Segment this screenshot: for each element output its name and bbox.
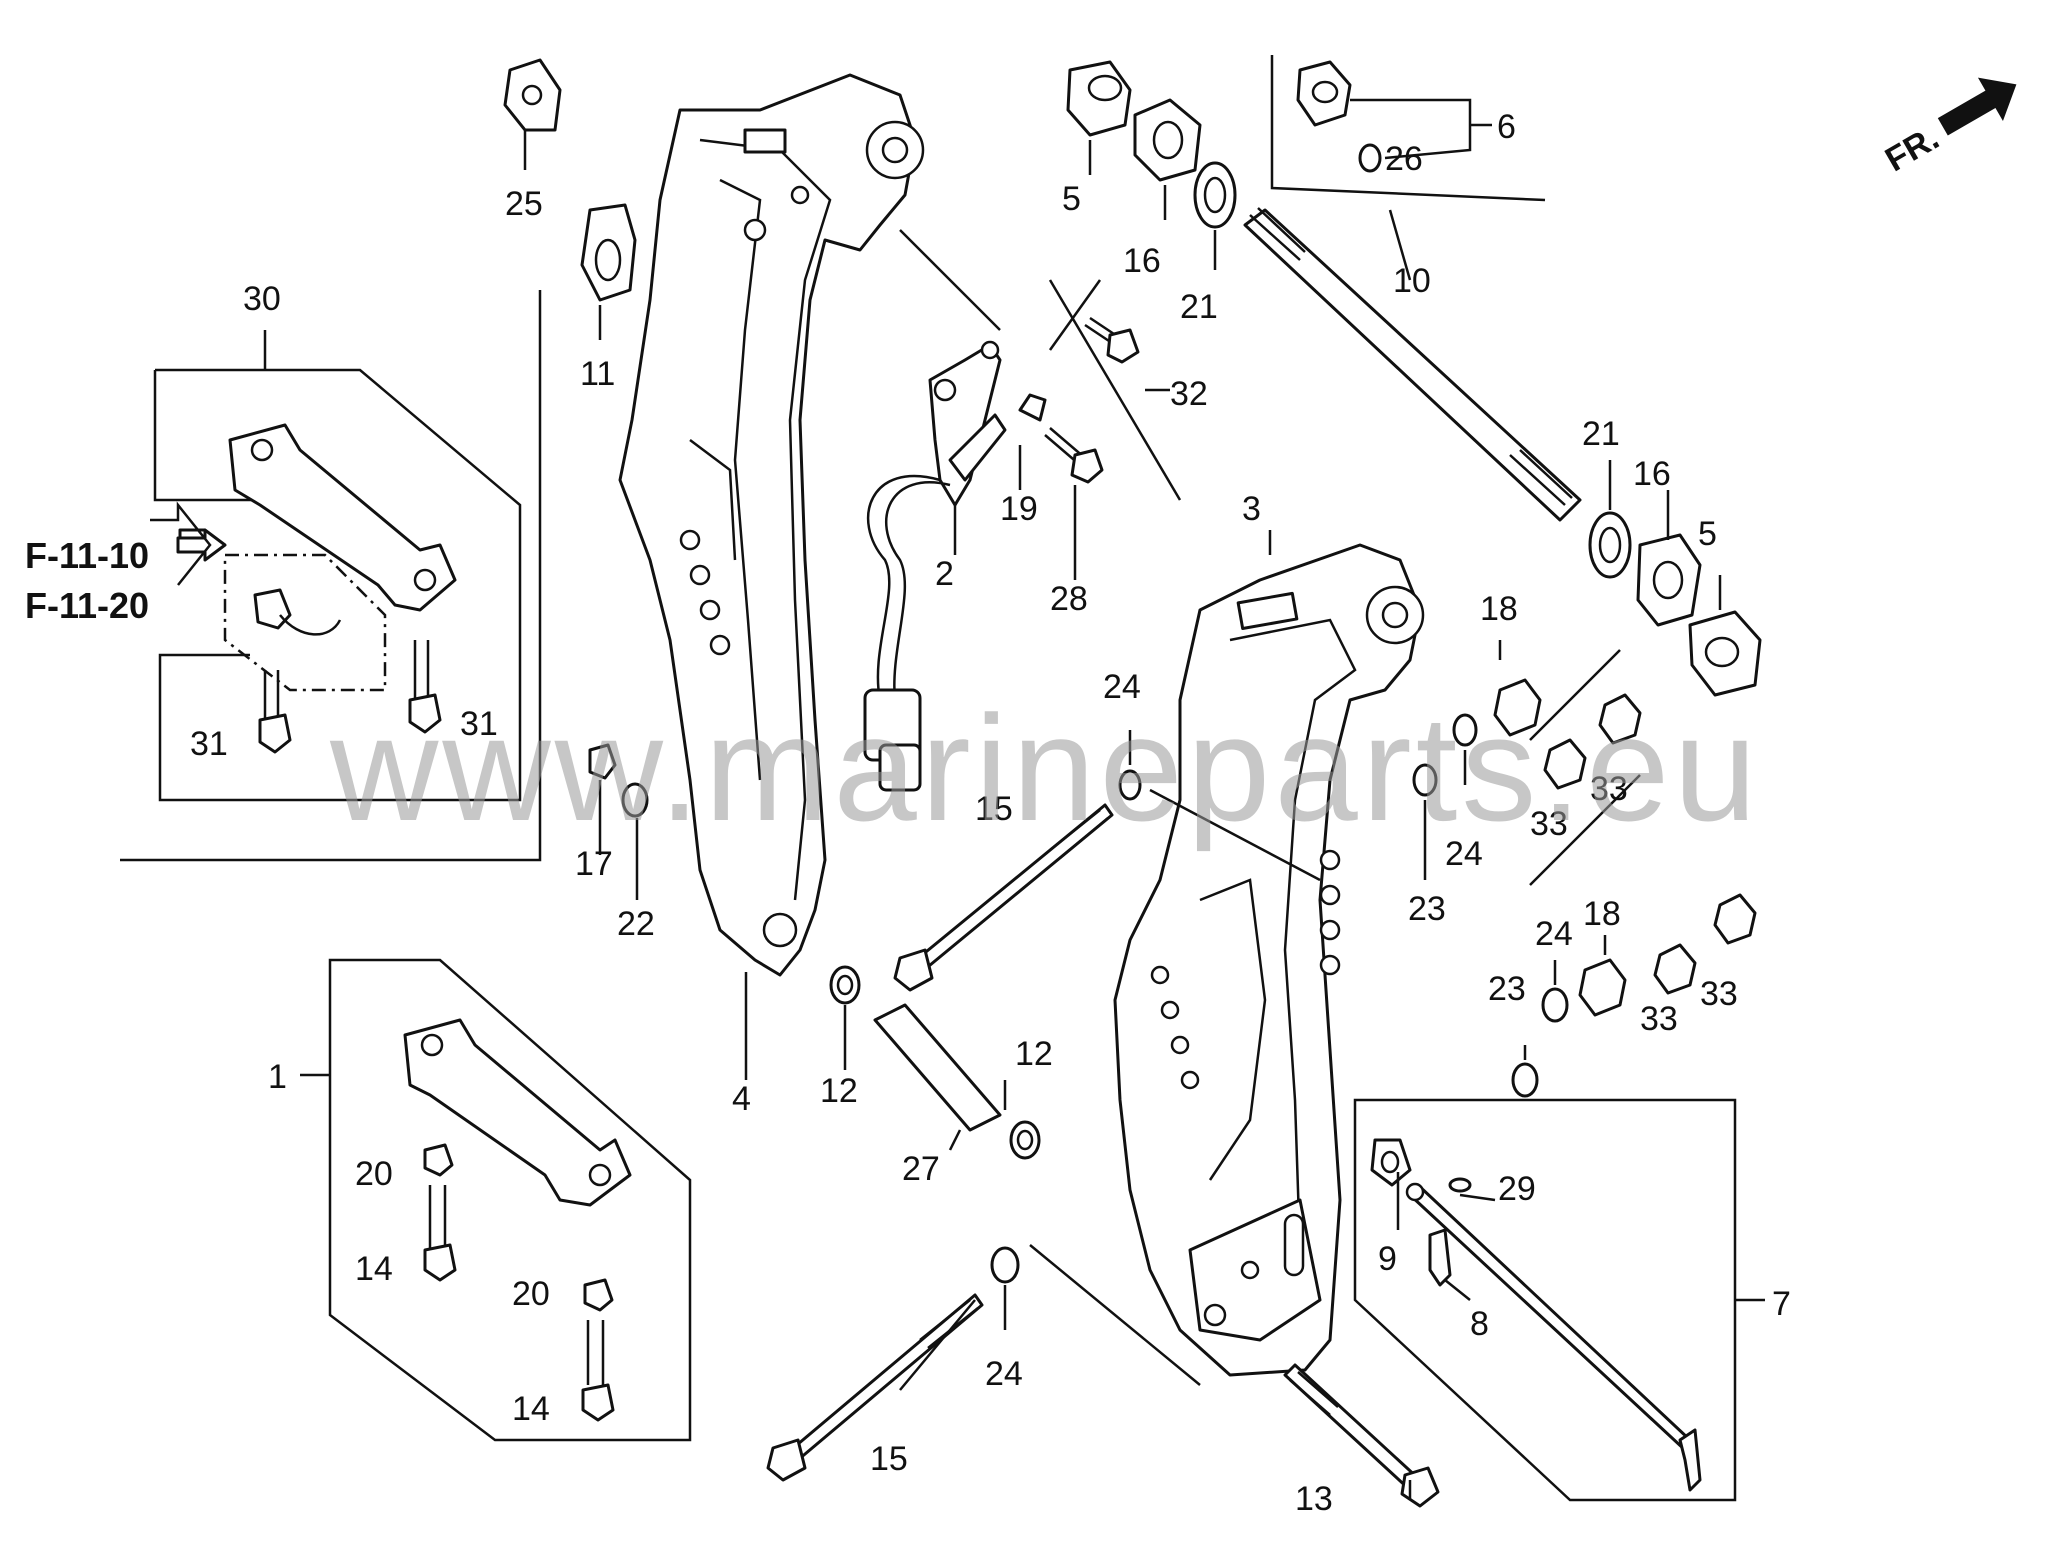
callout-5b: 5	[1698, 515, 1717, 553]
callout-29: 29	[1498, 1170, 1536, 1208]
callout-28: 28	[1050, 580, 1088, 618]
callout-33b: 33	[1590, 770, 1628, 808]
callout-16b: 16	[1633, 455, 1671, 493]
leader-lines	[523, 130, 1722, 1500]
group-1	[300, 958, 692, 1442]
bushing-and-clip	[503, 58, 637, 302]
callout-6: 6	[1497, 108, 1516, 146]
callout-30: 30	[243, 280, 281, 318]
callout-9: 9	[1378, 1240, 1397, 1278]
front-arrow-icon	[1937, 77, 2017, 136]
callout-24a: 24	[1103, 668, 1141, 706]
callout-3: 3	[1242, 490, 1261, 528]
reference-f-11-10: F-11-10	[25, 535, 149, 576]
washers-nuts	[588, 649, 1757, 1284]
callout-2: 2	[935, 555, 954, 593]
front-direction-indicator: FR.	[1879, 77, 2017, 179]
callout-labels: 1 2 3 4 5 5 6 7 8 9 10 11 12 12 13 14 14…	[190, 108, 1791, 1518]
callout-15b: 15	[870, 1440, 908, 1478]
callout-24d: 24	[985, 1355, 1023, 1393]
callout-14b: 14	[512, 1390, 550, 1428]
callout-1: 1	[268, 1058, 287, 1096]
callout-17: 17	[575, 845, 613, 883]
callout-21a: 21	[1180, 288, 1218, 326]
watermark: www.marineparts.eu	[329, 684, 1761, 852]
callout-31b: 31	[460, 705, 498, 743]
left-stern-bracket	[618, 73, 925, 977]
reference-arrow	[150, 501, 227, 586]
callout-33a: 33	[1530, 805, 1568, 843]
callout-26: 26	[1385, 140, 1423, 178]
callout-11: 11	[580, 355, 615, 393]
callout-12b: 12	[1015, 1035, 1053, 1073]
callout-10: 10	[1393, 262, 1431, 300]
callout-20a: 20	[355, 1155, 393, 1193]
callout-20b: 20	[512, 1275, 550, 1313]
callout-27: 27	[902, 1150, 940, 1188]
tilt-switch	[863, 340, 1047, 792]
callout-19: 19	[1000, 490, 1038, 528]
callout-15a: 15	[975, 790, 1013, 828]
callout-32: 32	[1170, 375, 1208, 413]
callout-8: 8	[1470, 1305, 1489, 1343]
reference-f-11-20: F-11-20	[25, 585, 149, 626]
callout-22: 22	[617, 905, 655, 943]
callout-14a: 14	[355, 1250, 393, 1288]
callout-25: 25	[505, 185, 543, 223]
callout-33c: 33	[1640, 1000, 1678, 1038]
callout-5a: 5	[1062, 180, 1081, 218]
callout-31a: 31	[190, 725, 228, 763]
callout-13: 13	[1295, 1480, 1333, 1518]
group-30	[120, 290, 542, 862]
small-bolts	[1044, 316, 1140, 484]
right-stern-bracket	[1113, 543, 1425, 1377]
callout-33d: 33	[1700, 975, 1738, 1013]
front-label: FR.	[1879, 119, 1945, 179]
long-bolts	[766, 803, 1114, 1482]
callout-23b: 23	[1488, 970, 1526, 1008]
callout-18b: 18	[1583, 895, 1621, 933]
callout-21b: 21	[1582, 415, 1620, 453]
callout-12a: 12	[820, 1072, 858, 1110]
tilt-shaft-hardware	[1066, 60, 1762, 697]
part-6-group	[1270, 55, 1546, 202]
callout-16a: 16	[1123, 242, 1161, 280]
callout-18a: 18	[1480, 590, 1518, 628]
group-7	[1353, 1098, 1765, 1502]
callout-23a: 23	[1408, 890, 1446, 928]
callout-4: 4	[732, 1080, 751, 1118]
callout-7: 7	[1772, 1285, 1791, 1323]
callout-24c: 24	[1535, 915, 1573, 953]
tilt-shaft	[1243, 207, 1582, 522]
tilt-tube	[829, 965, 1041, 1160]
callout-24b: 24	[1445, 835, 1483, 873]
